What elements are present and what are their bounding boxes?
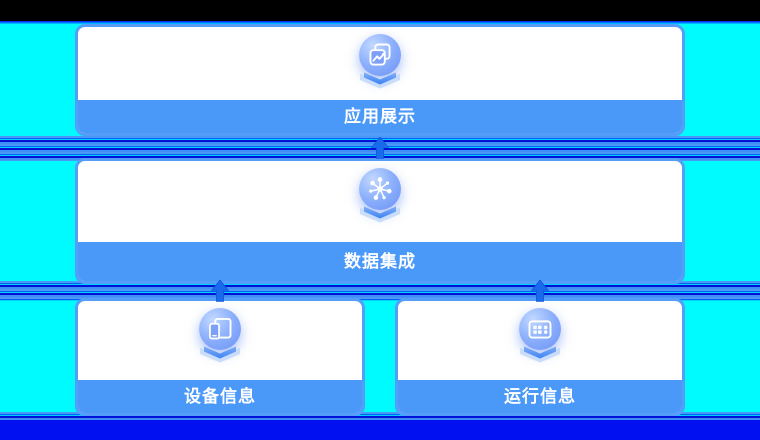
icon-ball (199, 308, 241, 350)
top-glow-line (0, 21, 760, 24)
node-body (78, 301, 362, 380)
control-panel-icon (528, 320, 552, 339)
data-integration-icon-wrap (357, 168, 403, 223)
icon-ball (359, 168, 401, 210)
node-body (78, 27, 682, 100)
up-arrow-icon (211, 280, 229, 302)
app-display-icon-wrap (357, 34, 403, 89)
icon-ball (519, 308, 561, 350)
node-run-info: 运行信息 (395, 298, 685, 416)
platform-chevron-icon (360, 72, 400, 89)
node-label-bar: 数据集成 (78, 242, 682, 281)
platform-chevron-icon (200, 346, 240, 363)
up-arrow-icon (371, 137, 389, 159)
node-label-bar: 应用展示 (78, 100, 682, 133)
node-body (398, 301, 682, 380)
platform-chevron-icon (520, 346, 560, 363)
device-info-icon-wrap (197, 308, 243, 363)
run-info-icon-wrap (517, 308, 563, 363)
bottom-blue-bar (0, 420, 760, 440)
data-hub-icon (369, 177, 392, 200)
node-label-bar: 设备信息 (78, 380, 362, 413)
up-arrow-icon (531, 280, 549, 302)
node-data-integration: 数据集成 (75, 158, 685, 284)
stripe-band (0, 281, 760, 301)
platform-chevron-icon (360, 206, 400, 223)
node-device-info: 设备信息 (75, 298, 365, 416)
devices-icon (209, 318, 232, 340)
stripe-band (0, 412, 760, 420)
node-label: 数据集成 (344, 252, 416, 271)
node-label: 设备信息 (184, 387, 256, 406)
node-label: 应用展示 (344, 107, 416, 126)
node-label: 运行信息 (504, 387, 576, 406)
icon-ball (359, 34, 401, 76)
node-body (78, 161, 682, 242)
chart-windows-icon (369, 43, 391, 66)
node-label-bar: 运行信息 (398, 380, 682, 413)
top-letterbox-bar (0, 0, 760, 21)
node-app-display: 应用展示 (75, 24, 685, 136)
